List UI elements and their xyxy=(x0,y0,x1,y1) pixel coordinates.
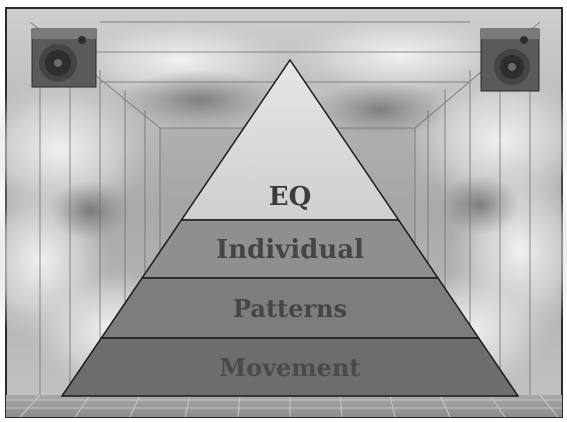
pyramid-label-movement: Movement xyxy=(220,353,361,382)
pyramid-label-patterns: Patterns xyxy=(233,294,347,323)
pyramid-label-individual: Individual xyxy=(216,235,364,265)
pyramid-level-movement xyxy=(60,337,520,397)
pyramid-label-eq: EQ xyxy=(269,182,311,212)
right-speaker-icon xyxy=(480,28,540,92)
left-speaker-icon xyxy=(31,28,97,88)
floor-grid xyxy=(6,394,562,418)
